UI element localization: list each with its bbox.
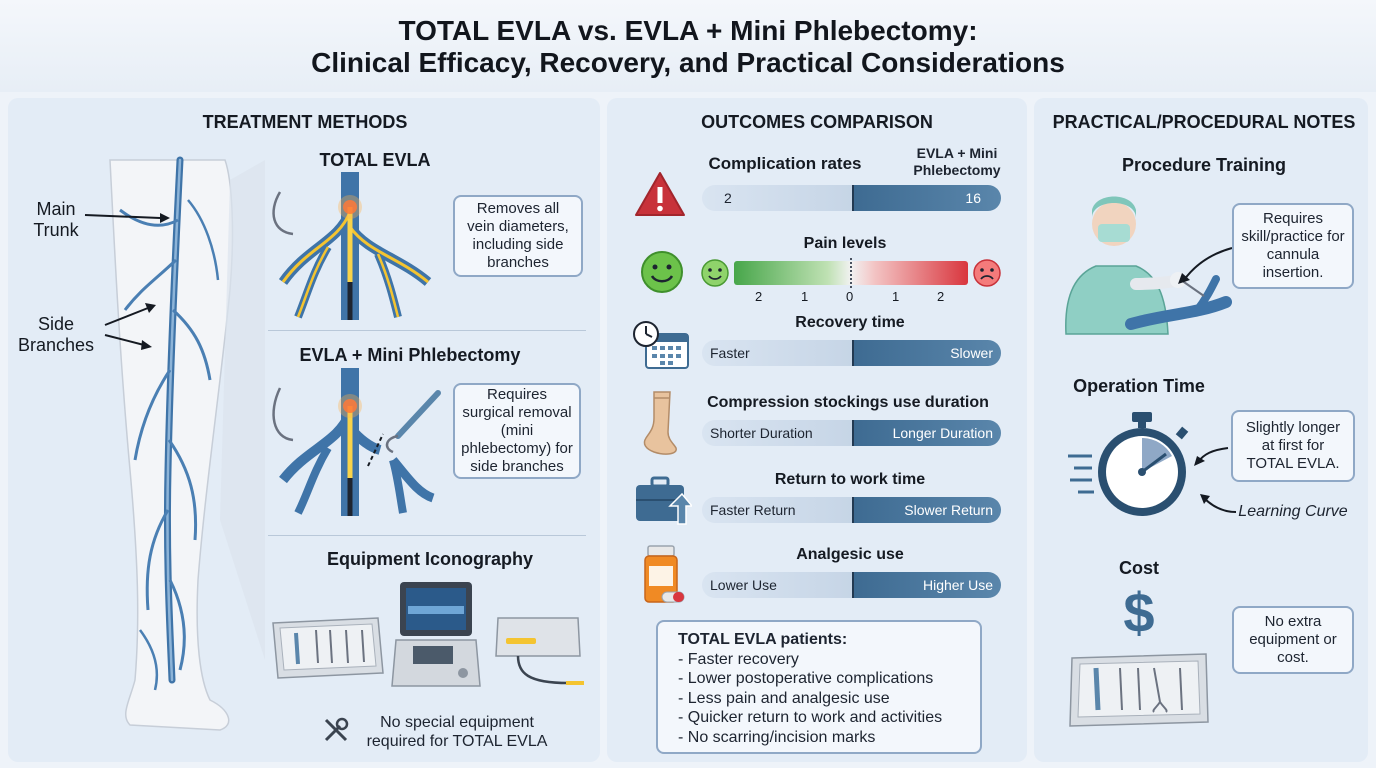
summary-title: TOTAL EVLA patients: <box>678 631 848 648</box>
surgeon-illustration <box>1065 196 1232 335</box>
pain-tick: 0 <box>846 289 854 304</box>
divider <box>268 535 586 536</box>
equipment-title: Equipment Iconography <box>326 549 533 569</box>
pain-label: Pain levels <box>803 235 887 252</box>
pain-zero-line <box>850 258 852 288</box>
return-work-label: Return to work time <box>774 471 926 488</box>
briefcase-arrow-icon <box>636 476 692 525</box>
total-evla-vein-illustration <box>272 172 432 320</box>
stopwatch-icon <box>1068 412 1189 516</box>
pain-tick: 1 <box>892 289 900 304</box>
return-work-right: Slower Return <box>851 497 1001 523</box>
compression-bar: Shorter Duration Longer Duration <box>702 420 1001 446</box>
complication-label: Complication rates <box>708 154 862 173</box>
cost-note: No extra equipment or cost. <box>1232 606 1354 674</box>
summary-item: - No scarring/incision marks <box>678 728 876 746</box>
main-trunk-label: Main Trunk <box>33 199 79 240</box>
training-note: Requires skill/practice for cannula inse… <box>1232 203 1354 289</box>
instrument-tray-icon <box>1069 653 1209 727</box>
small-frown-icon <box>973 259 1001 287</box>
total-evla-note: Removes all vein diameters, including si… <box>453 195 583 277</box>
complication-right-value: 16 <box>851 185 1001 211</box>
total-evla-summary: TOTAL EVLA patients: - Faster recovery -… <box>656 620 982 754</box>
pain-tick: 1 <box>801 289 809 304</box>
instrument-tray-icon <box>272 617 384 679</box>
page-title-line2: Clinical Efficacy, Recovery, and Practic… <box>311 47 1065 78</box>
learning-curve-label: Learning Curve <box>1238 503 1348 520</box>
complication-left-value: 2 <box>702 185 852 211</box>
cost-title: Cost <box>1119 558 1159 578</box>
outcomes-heading: OUTCOMES COMPARISON <box>701 112 933 132</box>
complication-bar: 2 16 <box>702 185 1001 211</box>
evla-mini-vein-illustration <box>272 368 441 516</box>
summary-item: - Lower postoperative complications <box>678 670 934 687</box>
evla-mini-note: Requires surgical removal (mini phlebect… <box>453 383 581 479</box>
summary-item: - Less pain and analgesic use <box>678 689 890 707</box>
analgesic-right: Higher Use <box>851 572 1001 598</box>
side-branches-label: Side Branches <box>17 314 95 355</box>
legend-evla-mini: EVLA + Mini Phlebectomy <box>913 145 1001 178</box>
equipment-illustration <box>272 582 584 687</box>
compression-stocking-icon <box>643 391 677 455</box>
learning-curve-arrows <box>1194 447 1237 513</box>
leg-illustration <box>84 156 265 731</box>
analgesic-label: Analgesic use <box>796 546 904 563</box>
training-title: Procedure Training <box>1121 155 1287 175</box>
recovery-bar: Faster Slower <box>702 340 1001 366</box>
page-title-line1: TOTAL EVLA vs. EVLA + Mini Phlebectomy: <box>398 15 978 46</box>
small-smile-icon <box>701 259 729 287</box>
recovery-left: Faster <box>702 340 852 366</box>
operation-time-title: Operation Time <box>1073 376 1205 396</box>
ultrasound-machine-icon <box>391 582 481 687</box>
return-work-left: Faster Return <box>702 497 852 523</box>
equipment-note: No special equipment required for TOTAL … <box>352 713 562 751</box>
analgesic-left: Lower Use <box>702 572 852 598</box>
return-work-bar: Faster Return Slower Return <box>702 497 1001 523</box>
laser-generator-icon <box>495 617 584 685</box>
recovery-right: Slower <box>851 340 1001 366</box>
summary-item: - Quicker return to work and activities <box>678 709 943 726</box>
equipment-note-line1: No special equipment <box>380 714 534 731</box>
clock-calendar-icon <box>633 321 689 369</box>
compression-right: Longer Duration <box>851 420 1001 446</box>
operation-time-note: Slightly longer at first for TOTAL EVLA. <box>1231 410 1355 482</box>
recovery-label: Recovery time <box>795 314 905 331</box>
pain-tick: 2 <box>755 289 763 304</box>
compression-label: Compression stockings use duration <box>707 394 989 411</box>
pill-bottle-icon <box>644 545 685 603</box>
equipment-note-line2: required for TOTAL EVLA <box>366 733 548 750</box>
practical-notes-heading: PRACTICAL/PROCEDURAL NOTES <box>1052 112 1356 132</box>
total-evla-title: TOTAL EVLA <box>319 150 431 170</box>
analgesic-bar: Lower Use Higher Use <box>702 572 1001 598</box>
evla-mini-title: EVLA + Mini Phlebectomy <box>299 345 521 365</box>
warning-icon <box>635 172 685 216</box>
summary-item: - Faster recovery <box>678 650 799 668</box>
page-header: TOTAL EVLA vs. EVLA + Mini Phlebectomy: … <box>0 0 1376 92</box>
compression-left: Shorter Duration <box>702 420 852 446</box>
pain-tick: 2 <box>937 289 945 304</box>
treatment-methods-heading: TREATMENT METHODS <box>202 112 408 132</box>
divider <box>268 330 586 331</box>
smile-face-icon <box>641 251 683 293</box>
training-arrow <box>1178 247 1233 284</box>
wrench-screwdriver-icon <box>324 717 349 742</box>
dollar-icon: $ <box>1123 581 1155 644</box>
